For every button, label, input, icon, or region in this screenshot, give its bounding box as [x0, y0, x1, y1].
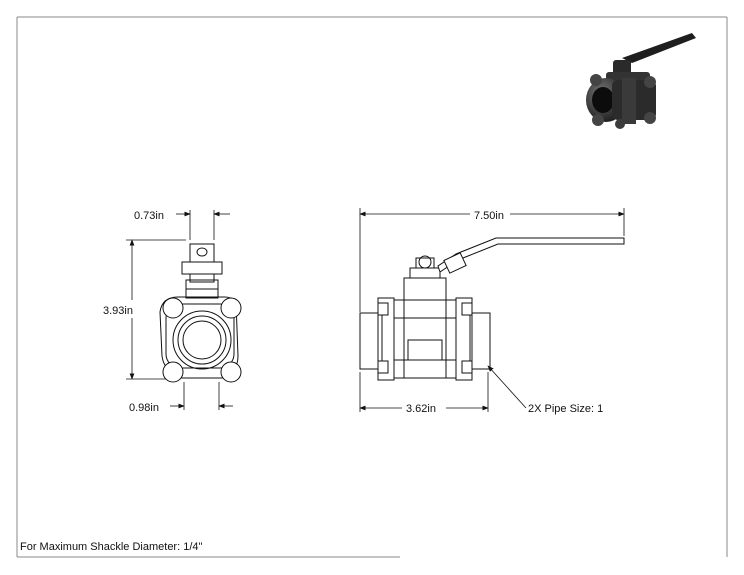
ball-valve-render: [586, 33, 696, 129]
pipe-size-callout: 2X Pipe Size: 1: [528, 403, 603, 415]
dim-side-body-length: 3.62in: [406, 403, 436, 415]
dim-front-height: 3.93in: [103, 305, 133, 317]
drawing-frame: [16, 16, 728, 558]
dimension-lines: [126, 208, 625, 412]
dim-side-overall-length: 7.50in: [474, 210, 504, 222]
dim-front-bottom-width: 0.98in: [129, 402, 159, 414]
side-view: [359, 237, 625, 381]
shackle-note: For Maximum Shackle Diameter: 1/4": [20, 541, 203, 553]
dim-front-top-width: 0.73in: [134, 210, 164, 222]
front-view: [159, 243, 242, 383]
